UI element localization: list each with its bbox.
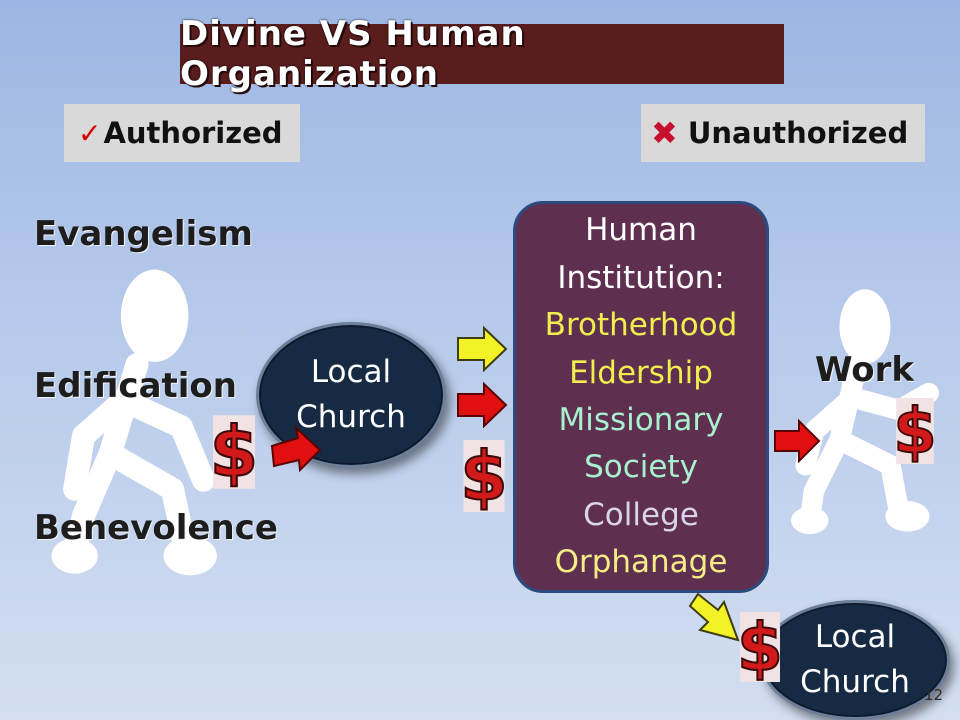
dollar-sign-icon <box>740 612 780 682</box>
unauthorized-label-box: ✖ Unauthorized <box>641 104 925 162</box>
institution-line: Society <box>584 449 698 486</box>
local-church-line2: Church <box>800 664 910 700</box>
x-mark-icon: ✖ <box>651 114 678 152</box>
institution-line: Human <box>585 212 697 249</box>
institution-line: Institution: <box>557 259 725 296</box>
institution-line: Brotherhood <box>544 307 738 344</box>
unauthorized-label: Unauthorized <box>687 116 909 150</box>
local-church-line1: Local <box>310 354 392 391</box>
yellow-arrow-icon <box>688 592 740 642</box>
work-label: Work <box>815 350 915 390</box>
benevolence-label: Benevolence <box>34 508 278 548</box>
red-arrow-icon <box>270 425 322 473</box>
institution-line: Eldership <box>569 354 713 391</box>
local-church-line2: Church <box>296 399 406 435</box>
human-institution-box: Human Institution: Brotherhood Eldership… <box>513 201 769 593</box>
checkmark-icon: ✓ <box>78 116 102 150</box>
institution-line: College <box>583 496 699 533</box>
authorized-label-box: ✓ Authorized <box>64 104 300 162</box>
red-arrow-icon <box>457 381 508 429</box>
dollar-sign-icon <box>463 440 505 512</box>
local-church-line1: Local <box>814 619 896 656</box>
yellow-arrow-icon <box>457 325 508 373</box>
title-banner: Divine VS Human Organization <box>180 14 784 94</box>
institution-line: Orphanage <box>554 544 728 581</box>
authorized-label: Authorized <box>103 116 283 150</box>
dollar-sign-icon <box>213 415 255 489</box>
dollar-sign-icon <box>896 398 934 464</box>
page-number: 12 <box>924 686 944 704</box>
institution-line: Missionary <box>558 402 724 438</box>
slide-title: Divine VS Human Organization <box>180 14 526 94</box>
evangelism-label: Evangelism <box>34 214 253 254</box>
red-arrow-icon <box>774 418 821 464</box>
edification-label: Edification <box>34 366 237 406</box>
local-church-oval-bottom: Local Church <box>760 600 950 720</box>
